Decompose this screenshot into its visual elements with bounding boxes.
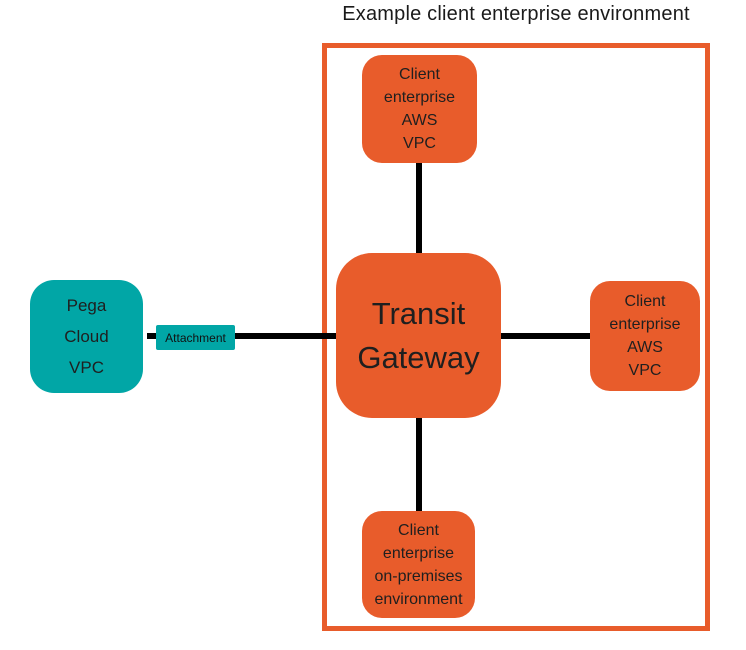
node-pega-cloud-vpc-line: Pega (66, 296, 107, 315)
node-client-aws-vpc-right-line: VPC (628, 362, 662, 379)
node-client-enterprise-aws-vpc-right: Client enterprise AWS VPC (590, 281, 700, 391)
node-client-aws-vpc-right-line: AWS (627, 339, 663, 356)
node-pega-cloud-vpc: Pega Cloud VPC (30, 280, 143, 393)
node-client-on-premises-line: Client (398, 521, 439, 539)
node-client-aws-vpc-top-line: VPC (403, 135, 436, 152)
connector-transit-gateway-to-on-premises (416, 417, 422, 512)
node-client-enterprise-on-premises: Client enterprise on-premises environmen… (362, 511, 475, 618)
node-client-aws-vpc-top-line: AWS (401, 112, 438, 129)
node-client-aws-vpc-right-line: Client (624, 293, 666, 310)
diagram-title: Example client enterprise environment (342, 3, 690, 25)
connector-pega-to-transit-gateway (147, 333, 338, 339)
attachment-label: Attachment (156, 325, 235, 350)
connector-top-vpc-to-transit-gateway (416, 162, 422, 254)
node-pega-cloud-vpc-line: Cloud (64, 327, 109, 346)
node-client-on-premises-line: on-premises (374, 567, 463, 585)
node-client-on-premises-line: enterprise (382, 544, 455, 562)
node-client-on-premises-line: environment (374, 590, 463, 608)
connector-transit-gateway-to-right-vpc (501, 333, 590, 339)
node-client-aws-vpc-top-line: enterprise (383, 89, 456, 106)
node-client-aws-vpc-top-line: Client (399, 66, 440, 83)
node-transit-gateway: Transit Gateway (336, 253, 501, 418)
node-transit-gateway-line: Transit (371, 295, 466, 331)
node-pega-cloud-vpc-line: VPC (69, 358, 104, 377)
node-client-enterprise-aws-vpc-top: Client enterprise AWS VPC (362, 55, 477, 163)
node-client-aws-vpc-right-line: enterprise (609, 316, 681, 333)
node-transit-gateway-line: Gateway (357, 339, 480, 375)
